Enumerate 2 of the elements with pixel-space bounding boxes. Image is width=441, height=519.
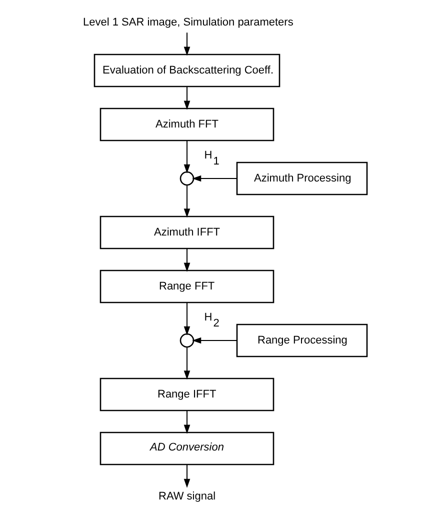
node-text: RAW signal (158, 490, 216, 502)
node-text: Level 1 SAR image, Simulation parameters (82, 16, 293, 28)
